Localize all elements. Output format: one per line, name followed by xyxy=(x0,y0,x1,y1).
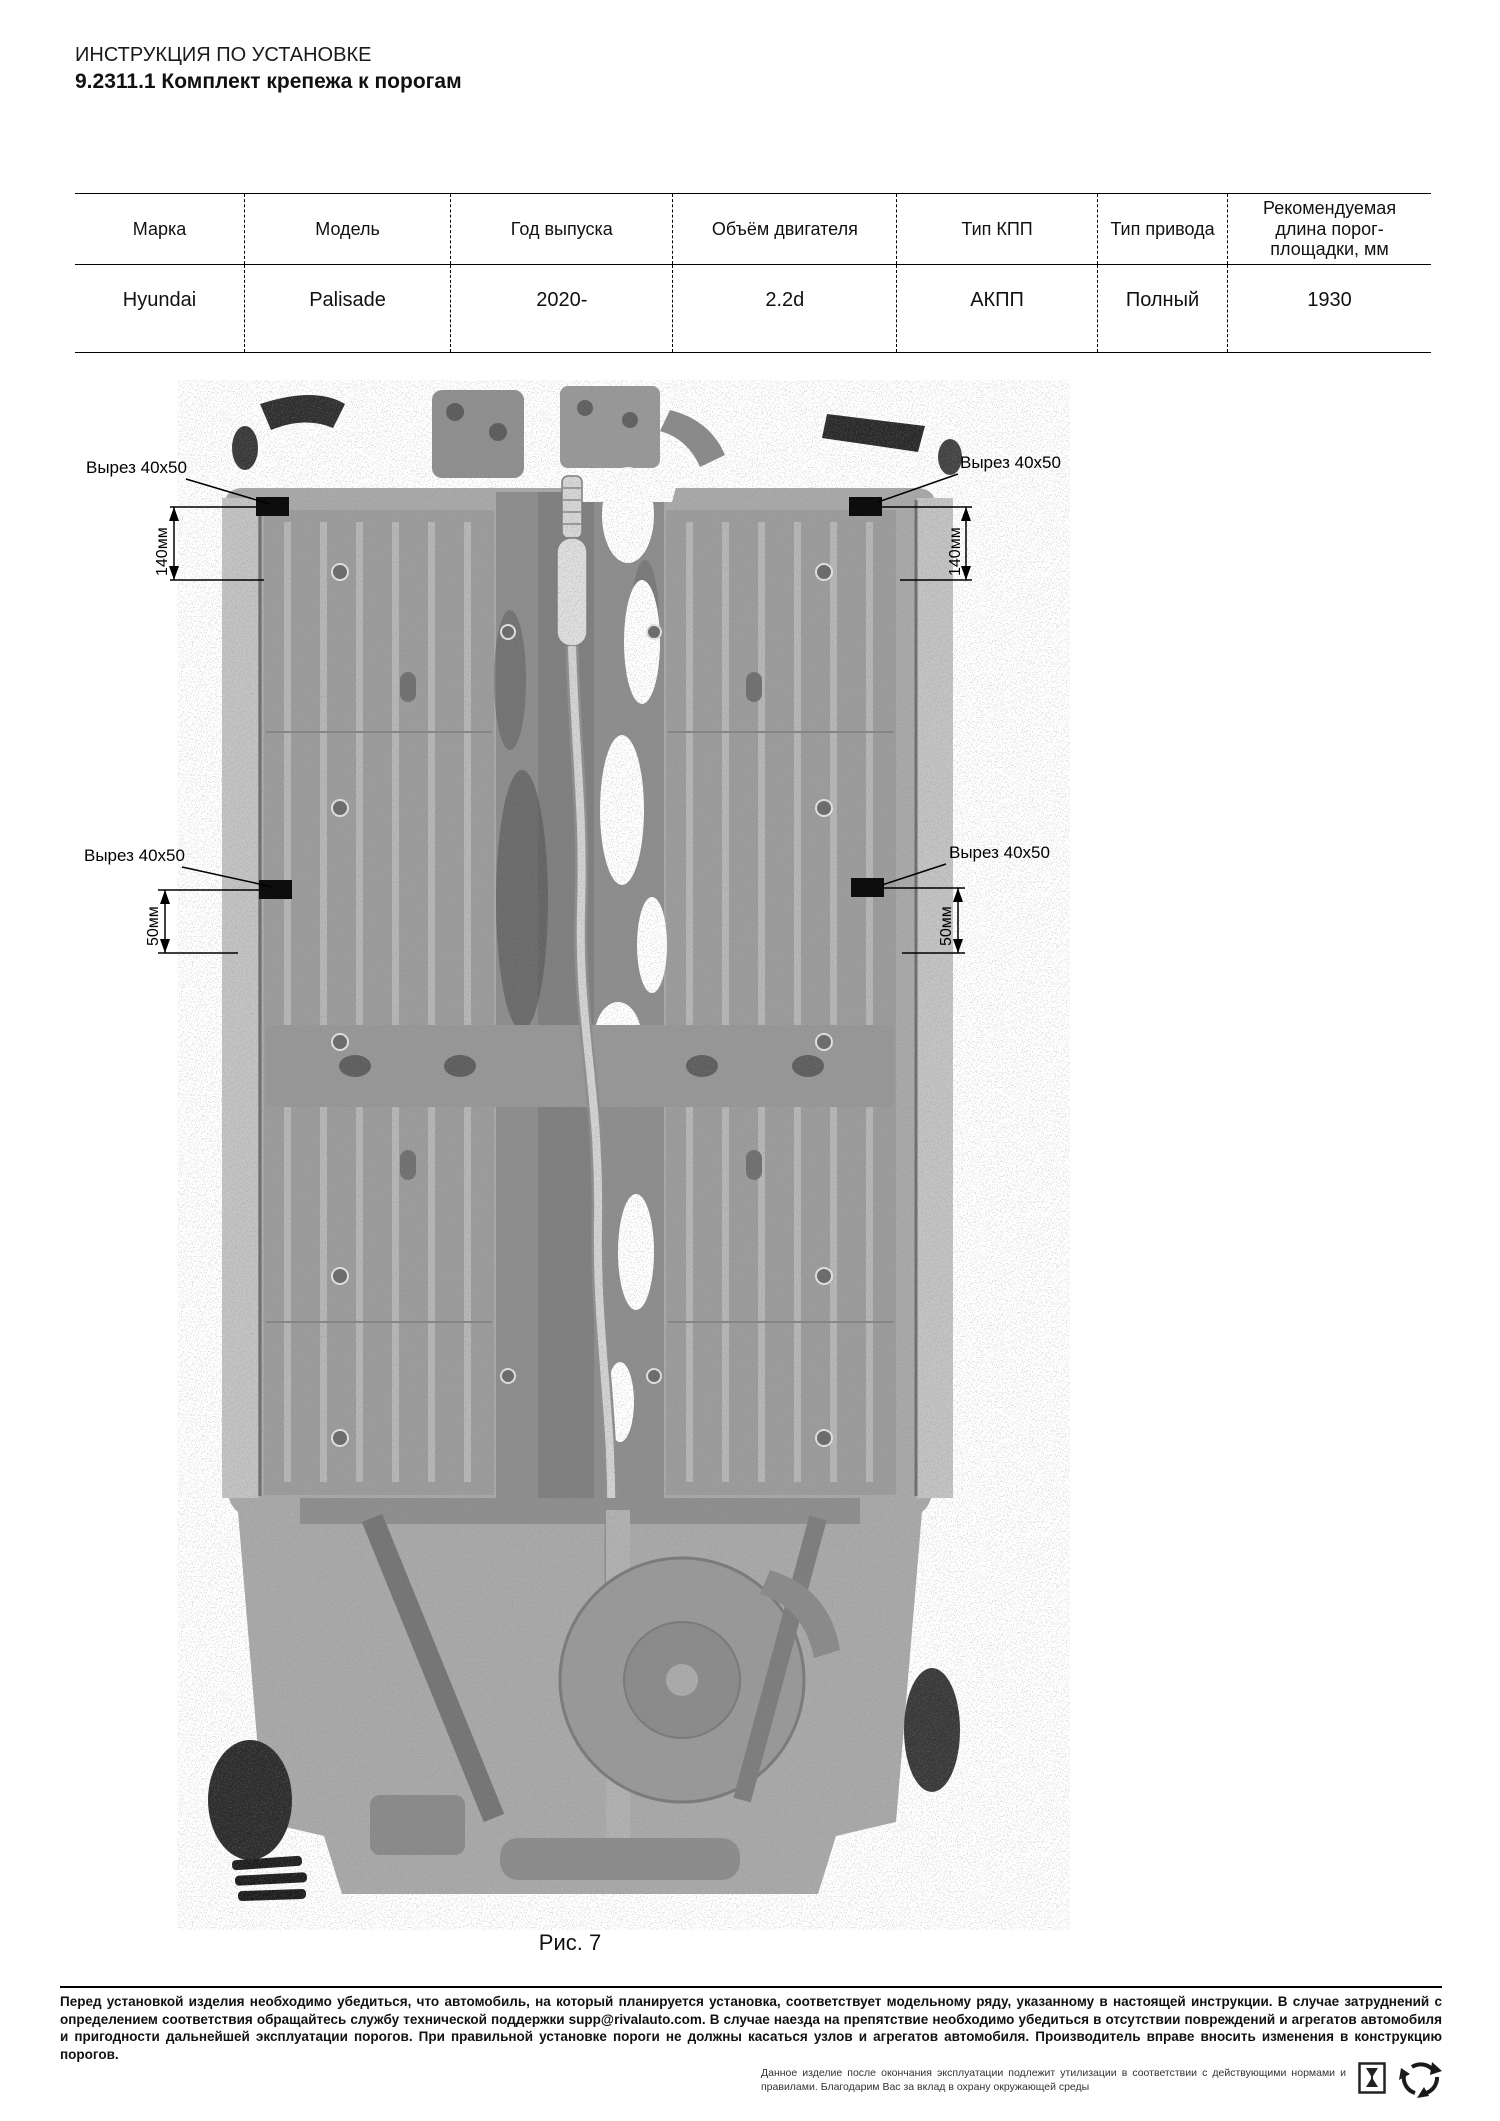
recycle-row: Данное изделие после окончания эксплуата… xyxy=(682,2058,1442,2103)
col-header-length: Рекомендуемая длина порог-площадки, мм xyxy=(1227,193,1431,266)
figure-caption: Рис. 7 xyxy=(538,1930,602,1955)
col-header-brand: Марка xyxy=(75,193,245,266)
cutout-label-top-left: Вырез 40x50 xyxy=(86,458,187,477)
underbody-figure-svg: Вырез 40x50 Вырез 40x50 Вырез 40x50 Выре… xyxy=(84,385,1065,1920)
recycle-note-text: Данное изделие после окончания эксплуата… xyxy=(761,2066,1346,2093)
cutout-marks xyxy=(256,497,884,899)
dim-label-50-right: 50мм xyxy=(938,906,955,946)
table-row: Hyundai Palisade 2020- 2.2d АКПП Полный … xyxy=(75,264,1431,353)
dimension-lines xyxy=(158,506,972,954)
cell-year: 2020- xyxy=(450,264,673,353)
underbody-photo xyxy=(195,385,1065,1920)
cutout-mark-mid-left xyxy=(259,880,292,899)
col-header-engine: Объём двигателя xyxy=(672,193,897,266)
footer-divider xyxy=(60,1986,1442,1988)
cutout-mark-mid-right xyxy=(851,878,884,897)
dim-label-50-left: 50мм xyxy=(145,906,162,946)
doc-kicker: ИНСТРУКЦИЯ ПО УСТАНОВКЕ xyxy=(75,44,372,66)
cutout-label-mid-right: Вырез 40x50 xyxy=(949,843,1050,862)
dim-label-140-right: 140мм xyxy=(947,527,964,576)
disposal-hourglass-icon xyxy=(1358,2062,1386,2099)
recycling-icon xyxy=(1398,2058,1442,2103)
col-header-gearbox: Тип КПП xyxy=(896,193,1098,266)
cutout-label-mid-left: Вырез 40x50 xyxy=(84,846,185,865)
cell-length: 1930 xyxy=(1227,264,1431,353)
cutout-mark-top-right xyxy=(849,497,882,516)
cutout-mark-top-left xyxy=(256,497,289,516)
cell-drive: Полный xyxy=(1096,264,1228,353)
underbody-figure: Вырез 40x50 Вырез 40x50 Вырез 40x50 Выре… xyxy=(70,380,1070,1930)
installation-warning-text: Перед установкой изделия необходимо убед… xyxy=(60,1994,1442,2062)
table-header-row: Марка Модель Год выпуска Объём двигателя… xyxy=(75,193,1431,266)
col-header-drive: Тип привода xyxy=(1096,193,1228,266)
doc-title: 9.2311.1 Комплект крепежа к порогам xyxy=(75,70,462,93)
dim-label-140-left: 140мм xyxy=(154,527,171,576)
vehicle-spec-table: Марка Модель Год выпуска Объём двигателя… xyxy=(75,193,1431,354)
col-header-year: Год выпуска xyxy=(450,193,673,266)
cell-engine: 2.2d xyxy=(672,264,897,353)
leader-lines xyxy=(181,473,959,888)
cell-gearbox: АКПП xyxy=(896,264,1098,353)
cell-model: Palisade xyxy=(243,264,451,353)
dimension-arrows xyxy=(160,507,971,953)
cutout-label-top-right: Вырез 40x50 xyxy=(960,453,1061,472)
cell-brand: Hyundai xyxy=(122,289,197,312)
col-header-model: Модель xyxy=(243,193,451,266)
